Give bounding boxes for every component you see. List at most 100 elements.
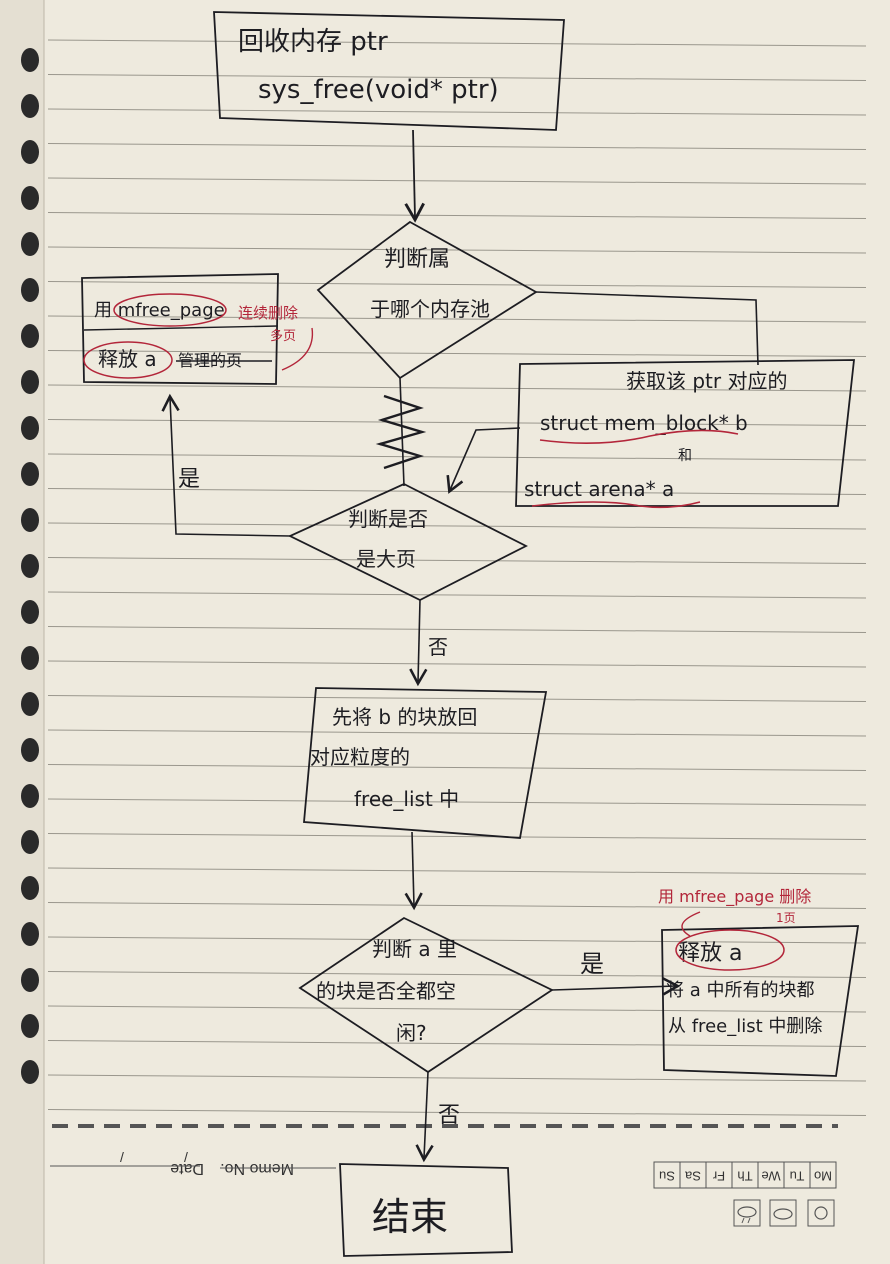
- start-box-line1: 回收内存 ptr: [238, 27, 388, 57]
- arrow-large-no: [409, 599, 428, 687]
- binding-hole: [21, 692, 39, 716]
- ruled-lines: [47, 39, 867, 1116]
- weekday-label: Tu: [790, 1169, 805, 1184]
- weekday-label: Sa: [684, 1169, 701, 1184]
- binding-hole: [21, 876, 39, 900]
- decision-pool-line2: 于哪个内存池: [370, 297, 490, 321]
- release-arena-box: 用 mfree_page 删除 1页 释放 a 将 a 中所有的块都 从 fre…: [658, 887, 860, 1077]
- decision-large-diamond: 判断是否 是大页: [287, 483, 528, 602]
- binding-hole: [21, 554, 39, 578]
- ruled-line: [47, 971, 867, 978]
- ruled-line: [47, 729, 867, 737]
- ruled-line: [47, 143, 867, 150]
- ruled-line: [47, 591, 867, 599]
- get-block-line4: struct arena* a: [524, 477, 674, 501]
- ruled-line: [47, 108, 867, 116]
- arrow-free-yes: [551, 977, 681, 996]
- binding-hole: [21, 738, 39, 762]
- arrow-return-to-free: [404, 831, 423, 911]
- ruled-line: [47, 867, 867, 875]
- return-block-line3: free_list 中: [354, 787, 459, 811]
- ruled-line: [47, 798, 867, 806]
- memo-date-label: Date: [170, 1160, 204, 1177]
- large-page-line1: 用 mfree_page: [94, 300, 225, 321]
- binding-hole: [21, 140, 39, 164]
- circle-release-arena: [675, 929, 785, 971]
- binding-hole: [21, 462, 39, 486]
- decision-free-line3: 闲?: [396, 1021, 427, 1045]
- decision-large-line2: 是大页: [356, 547, 416, 571]
- decision-large-yes: 是: [178, 467, 200, 492]
- ruled-line: [47, 936, 867, 944]
- ruled-line: [47, 902, 867, 909]
- get-block-box: 获取该 ptr 对应的 struct mem_block* b 和 struct…: [515, 359, 856, 509]
- weekday-label: We: [761, 1169, 780, 1184]
- start-box-line2: sys_free(void* ptr): [258, 75, 499, 105]
- binding-hole: [21, 416, 39, 440]
- release-arena-line2: 将 a 中所有的块都: [666, 980, 814, 1001]
- ruled-line: [47, 1005, 867, 1013]
- arrow-getblock-to-large: [446, 427, 521, 494]
- ruled-line: [47, 626, 867, 633]
- binding-hole: [21, 232, 39, 256]
- binding-hole: [21, 1060, 39, 1084]
- binding-hole: [21, 830, 39, 854]
- arrow-start-to-pool: [404, 129, 425, 223]
- return-block-line1: 先将 b 的块放回: [332, 705, 477, 729]
- binding-hole: [21, 94, 39, 118]
- ruled-line: [47, 246, 867, 254]
- weekday-label: Su: [659, 1169, 675, 1184]
- ruled-line: [47, 1040, 867, 1047]
- end-box: 结束: [339, 1163, 513, 1257]
- weekday-box: [653, 1161, 681, 1189]
- weekday-label: Th: [737, 1169, 752, 1184]
- binding-hole: [21, 370, 39, 394]
- release-arena-line3: 从 free_list 中删除: [668, 1016, 822, 1037]
- binding-strip: [0, 0, 44, 1264]
- ruled-line: [47, 488, 867, 495]
- end-box-label: 结束: [372, 1195, 448, 1239]
- scribble-connector: [375, 377, 427, 487]
- release-arena-note2: 1页: [776, 911, 796, 925]
- ruled-line: [47, 350, 867, 357]
- ruled-line: [47, 281, 867, 288]
- ruled-line: [47, 764, 867, 771]
- start-box: 回收内存 ptr sys_free(void* ptr): [213, 11, 565, 131]
- large-page-line2: 释放 a: [98, 347, 157, 371]
- ruled-line: [47, 557, 867, 564]
- memo-slash-1: /: [120, 1149, 124, 1165]
- decision-free-yes: 是: [580, 950, 604, 978]
- binding-hole: [21, 508, 39, 532]
- arrow-large-yes: [161, 393, 291, 537]
- ruled-line: [47, 212, 867, 219]
- large-page-note: 连续删除: [238, 304, 298, 322]
- decision-free-no: 否: [438, 1103, 460, 1128]
- underline-mem-block: [539, 429, 739, 444]
- circle-mfree-page: [113, 293, 227, 327]
- cloud-icon: [773, 1208, 793, 1220]
- ruled-line: [47, 833, 867, 840]
- return-block-box: 先将 b 的块放回 对应粒度的 free_list 中: [303, 687, 548, 839]
- binding-hole: [21, 278, 39, 302]
- return-block-line2: 对应粒度的: [310, 745, 410, 769]
- weather-icons: [733, 1199, 835, 1227]
- rain-icon: [737, 1206, 757, 1218]
- weekday-label: Mo: [814, 1169, 832, 1184]
- arrow-free-no: [415, 1071, 434, 1163]
- release-arena-line1: 释放 a: [678, 941, 742, 966]
- large-page-box: 用 mfree_page 释放 a 管理的页 连续删除 多页: [81, 273, 314, 385]
- binding-hole: [21, 784, 39, 808]
- ruled-line: [47, 660, 867, 668]
- release-arena-note: 用 mfree_page 删除: [658, 887, 811, 907]
- binding-hole: [21, 646, 39, 670]
- ruled-line: [47, 419, 867, 426]
- binding-hole: [21, 1014, 39, 1038]
- ruled-line: [47, 384, 867, 392]
- decision-pool-diamond: 判断属 于哪个内存池: [316, 220, 538, 380]
- decision-large-no: 否: [428, 635, 448, 659]
- memo-slash-2: /: [184, 1149, 188, 1165]
- get-block-line3: 和: [678, 448, 692, 464]
